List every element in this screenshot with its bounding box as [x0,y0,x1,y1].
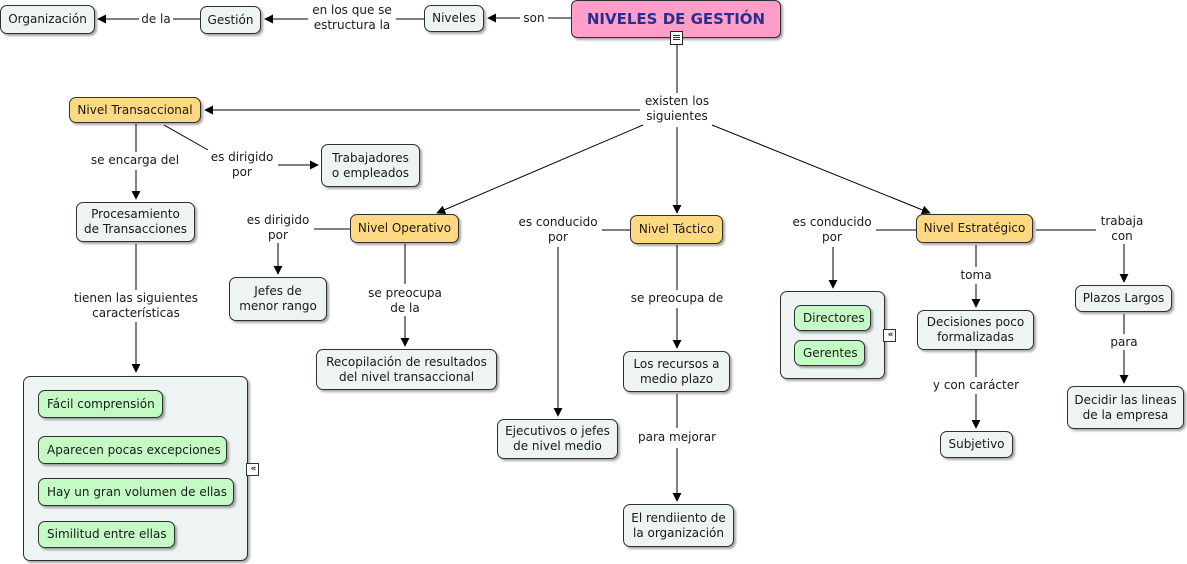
link-label-line: tienen las siguientes [73,291,199,305]
link-label-es-dirigido-por: es dirigido por [206,150,278,180]
node-nivel-estrategico[interactable]: Nivel Estratégico [916,214,1033,243]
link-label-line: trabaja [1100,214,1144,228]
link-label-de-la: de la [139,12,173,27]
node-aparecen-pocas-excepciones[interactable]: Aparecen pocas excepciones [38,436,227,464]
link-label-line: con [1111,229,1133,243]
link-label-line: en los que se [312,3,392,17]
node-jefes-menor-rango[interactable]: Jefes de menor rango [229,277,327,321]
node-decidir-lineas[interactable]: Decidir las lineas de la empresa [1067,386,1184,429]
link-label-line: existen los [644,94,710,108]
node-gestion[interactable]: Gestión [200,6,261,34]
link-label-line: por [232,165,252,179]
collapse-icon[interactable]: « [246,463,259,476]
node-line: Decidir las lineas [1074,392,1177,407]
link-label-toma: toma [956,268,996,283]
node-line: Trabajadores [332,150,409,165]
node-recopilacion[interactable]: Recopilación de resultados del nivel tra… [316,349,497,390]
node-line: del nivel transaccional [338,369,475,384]
node-ejecutivos[interactable]: Ejecutivos o jefes de nivel medio [497,419,618,459]
node-line: o empleados [331,165,410,180]
node-line: Recopilación de resultados [326,354,487,369]
link-label-line: por [268,228,288,242]
node-line: Ejecutivos o jefes [505,424,610,438]
collapse-icon[interactable]: « [883,329,896,342]
node-trabajadores[interactable]: Trabajadores o empleados [321,144,420,187]
node-line: Decisiones poco [926,315,1025,329]
node-line: medio plazo [639,371,714,386]
link-label-y-con-caracter: y con carácter [928,378,1024,393]
link-label-para: para [1104,335,1144,350]
link-label-se-preocupa-de: se preocupa de [626,291,728,306]
node-decisiones[interactable]: Decisiones poco formalizadas [917,310,1034,350]
node-niveles[interactable]: Niveles [424,5,484,32]
node-line: Los recursos a [633,356,720,371]
node-procesamiento[interactable]: Procesamiento de Transacciones [76,202,195,242]
link-label-es-conducido-por-tactico: es conducido por [514,215,602,245]
link-label-line: de la [390,301,420,315]
node-line: la organización [632,525,724,540]
node-rendimiento[interactable]: El rendiiento de la organización [623,504,734,547]
document-icon[interactable] [670,31,683,45]
node-line: de nivel medio [513,439,602,453]
link-label-line: es conducido [792,215,872,229]
link-label-existen: existen los siguientes [640,94,714,124]
link-label-line: estructura la [313,18,391,32]
link-label-en-los-que-se: en los que se estructura la [308,3,396,33]
link-label-se-encarga-del: se encarga del [86,153,184,168]
node-line: de Transacciones [84,222,187,236]
link-label-line: siguientes [646,109,708,123]
node-gerentes[interactable]: Gerentes [794,340,865,366]
link-label-line: es dirigido [246,213,310,227]
link-label-para-mejorar: para mejorar [633,430,721,445]
node-line: menor rango [239,299,317,313]
node-organizacion[interactable]: Organización [0,5,95,34]
link-label-trabaja-con: trabaja con [1096,214,1148,244]
node-line: formalizadas [937,330,1014,344]
link-label-se-preocupa-de-la: se preocupa de la [362,286,448,316]
link-label-es-dirigido-por-operativo: es dirigido por [242,213,314,243]
node-nivel-transaccional[interactable]: Nivel Transaccional [69,97,201,123]
link-label-line: es dirigido [210,150,274,164]
link-label-tienen: tienen las siguientes características [70,291,202,321]
node-subjetivo[interactable]: Subjetivo [940,431,1013,458]
node-line: Procesamiento [91,207,180,221]
node-nivel-operativo[interactable]: Nivel Operativo [350,214,459,243]
link-label-line: por [548,230,568,244]
node-recursos-medio-plazo[interactable]: Los recursos a medio plazo [623,351,730,392]
node-line: Jefes de [254,284,302,298]
node-similitud[interactable]: Similitud entre ellas [38,521,175,548]
node-nivel-tactico[interactable]: Nivel Táctico [630,215,723,244]
node-directores[interactable]: Directores [794,305,871,331]
link-label-son: son [520,11,548,26]
node-line: de la empresa [1082,407,1169,422]
node-gran-volumen[interactable]: Hay un gran volumen de ellas [38,478,234,506]
node-plazos-largos[interactable]: Plazos Largos [1075,285,1172,312]
link-label-line: características [92,306,180,320]
link-label-line: se preocupa [368,286,442,300]
link-label-line: por [822,230,842,244]
node-facil-comprension[interactable]: Fácil comprensión [38,390,163,418]
node-line: El rendiiento de [631,510,726,525]
link-label-es-conducido-por-estrategico: es conducido por [788,215,876,245]
link-label-line: es conducido [518,215,598,229]
